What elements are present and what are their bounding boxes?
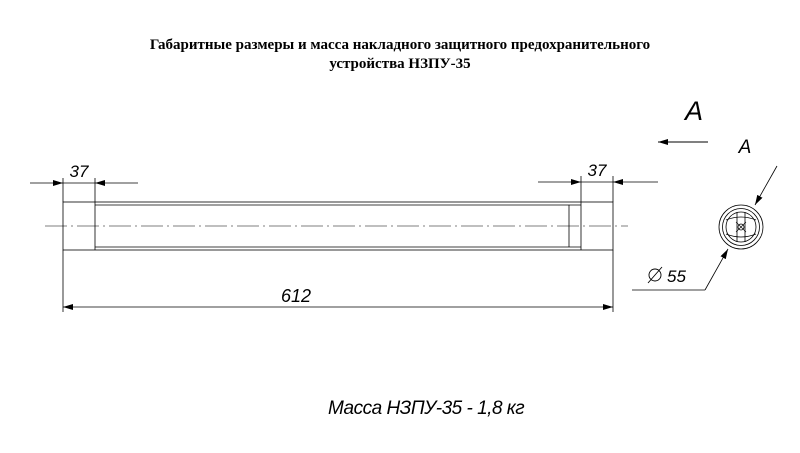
end-view-cut-bottom [725, 233, 757, 238]
diameter-leader-upper [754, 165, 778, 206]
view-a-label: A [738, 137, 752, 158]
dimension-left-end-value: 37 [70, 162, 89, 181]
dimension-right-end [538, 176, 658, 202]
dimension-total-length-value: 612 [281, 286, 311, 306]
dimension-left-end [30, 178, 138, 202]
end-view-outer-circle [718, 204, 764, 250]
end-view-cut-top [725, 216, 757, 221]
drawing-title-line-2: устройства НЗПУ-35 [329, 56, 471, 72]
diameter-symbol-icon [647, 266, 663, 284]
diameter-value: 55 [667, 267, 686, 286]
mass-label: Масса НЗПУ-35 - 1,8 кг [328, 398, 525, 419]
view-arrow-label: A [683, 96, 703, 126]
end-view-inner-circle [725, 211, 757, 243]
dimension-diameter [632, 165, 778, 291]
device-side-view [45, 201, 628, 251]
end-view-center-cross-2 [735, 221, 747, 233]
end-view-middle-circle [722, 208, 760, 246]
end-view-center-hole [737, 223, 745, 231]
device-end-view [718, 204, 764, 250]
drawing-title: Габаритные размеры и масса накладного за… [0, 36, 800, 74]
drawing-title-line-1: Габаритные размеры и масса накладного за… [149, 37, 651, 53]
dimension-total-length [62, 250, 614, 312]
diameter-leader-lower [704, 248, 729, 291]
dimension-right-end-value: 37 [588, 161, 607, 180]
